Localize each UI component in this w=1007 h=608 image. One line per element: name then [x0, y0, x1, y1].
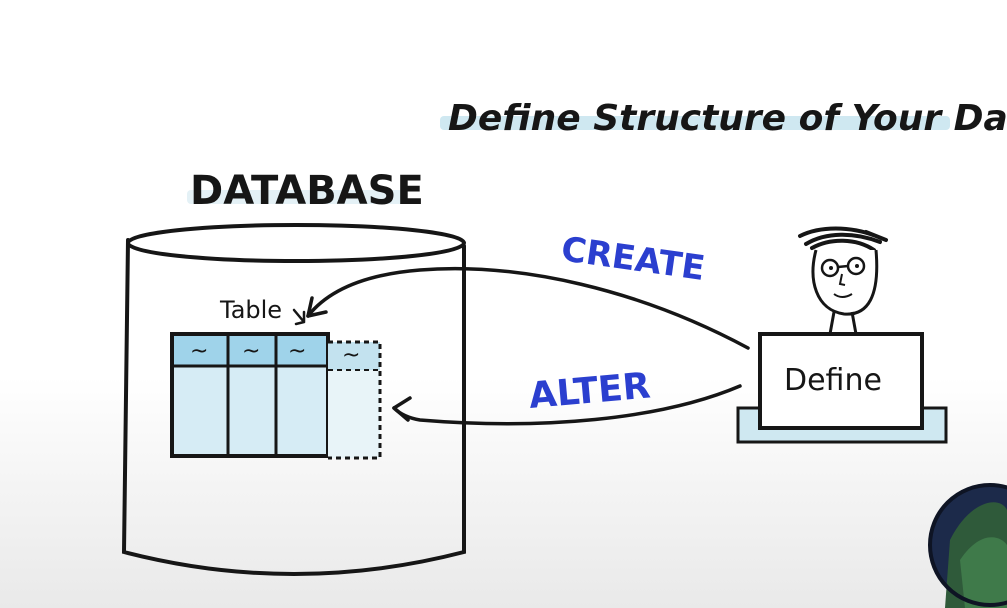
- table-label-pointer: [292, 308, 306, 326]
- database-cylinder: [121, 223, 466, 576]
- diagram-title: Define Structure of Your Data: [448, 98, 1007, 139]
- alter-label: ALTER: [527, 366, 652, 417]
- alter-arrow: [392, 384, 742, 426]
- title-highlight: [440, 116, 950, 130]
- laptop-label: Define: [784, 363, 882, 398]
- column-mark-4: ~: [342, 343, 360, 368]
- column-mark-3: ~: [288, 339, 306, 364]
- column-mark-2: ~: [242, 339, 260, 364]
- database-label: DATABASE: [190, 168, 424, 214]
- column-mark-1: ~: [190, 339, 208, 364]
- table-label: Table: [219, 296, 282, 324]
- create-arrow: [306, 266, 750, 350]
- laptop-icon: [736, 332, 948, 444]
- database-label-highlight: [187, 190, 405, 204]
- create-label: CREATE: [559, 229, 708, 289]
- table: [170, 332, 382, 460]
- person-icon: [798, 226, 888, 335]
- presenter-webcam: [928, 483, 1007, 608]
